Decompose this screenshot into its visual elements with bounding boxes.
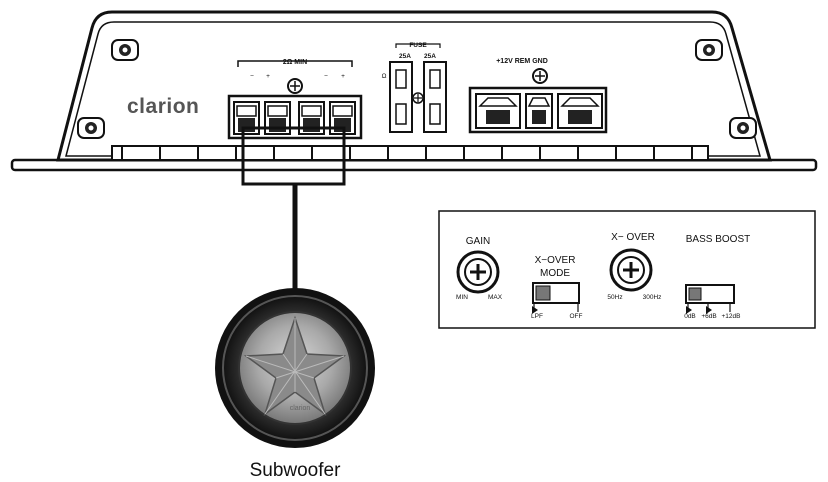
fuse-rating-2: 25A <box>424 53 436 60</box>
speaker-minus-2-label: − <box>324 73 328 80</box>
bass-boost-switch[interactable] <box>685 284 735 314</box>
gain-min-label: MIN <box>456 294 468 301</box>
xover-mode-right-label: OFF <box>570 313 583 320</box>
xover-mode-left-label: LPF <box>531 313 543 320</box>
xover-mode-switch[interactable] <box>532 282 580 314</box>
fuse-rating-1: 25A <box>399 53 411 60</box>
power-terminal-12v <box>475 93 521 129</box>
speaker-plus-2-label: + <box>341 73 345 80</box>
gain-max-label: MAX <box>488 294 503 301</box>
input-terminal-label: 2Ω MIN <box>283 59 307 66</box>
gain-label: GAIN <box>466 236 490 247</box>
control-panel: GAIN MIN MAX X−OVER MODE LPF OFF X− OVER… <box>438 210 816 329</box>
bass-boost-opt1-label: 0dB <box>684 313 696 320</box>
xover-max-label: 300Hz <box>643 294 662 301</box>
xover-label: X− OVER <box>611 232 655 243</box>
xover-mode-label-2: MODE <box>540 268 570 279</box>
mounting-screw-top-right <box>695 39 723 61</box>
fuse-block: FUSE 25A 25A Ω <box>382 42 447 133</box>
power-terminal-group: +12V REM GND <box>468 58 608 134</box>
amplifier-body-inner-edge <box>65 21 761 157</box>
subwoofer: clarion Subwoofer <box>215 288 375 481</box>
amplifier-body <box>56 10 772 162</box>
speaker-wiring <box>241 126 346 296</box>
power-label: +12V REM GND <box>496 58 548 65</box>
mounting-screw-bottom-left <box>77 117 105 139</box>
mounting-screw-top-left <box>111 39 139 61</box>
bass-boost-opt2-label: +6dB <box>701 313 716 320</box>
brand-logo: clarion <box>127 95 199 118</box>
xover-min-label: 50Hz <box>607 294 622 301</box>
terminal-bracket <box>237 60 353 67</box>
fuse-side-mark: Ω <box>382 73 387 80</box>
bass-boost-opt3-label: +12dB <box>722 313 741 320</box>
xover-knob[interactable] <box>609 248 653 292</box>
heatsink-fins <box>111 145 709 161</box>
amplifier: clarion 2Ω MIN − + − + <box>10 10 818 172</box>
speaker-minus-1-label: − <box>250 73 254 80</box>
power-terminal-gnd <box>557 93 603 129</box>
gain-knob[interactable] <box>456 250 500 294</box>
xover-mode-label-1: X−OVER <box>535 255 576 266</box>
subwoofer-label: Subwoofer <box>250 460 342 481</box>
bass-boost-label: BASS BOOST <box>686 234 750 245</box>
cone-logo: clarion <box>290 405 311 412</box>
fuse-label: FUSE <box>409 42 427 49</box>
mounting-screw-bottom-right <box>729 117 757 139</box>
power-terminal-rem <box>525 93 553 129</box>
speaker-plus-1-label: + <box>266 73 270 80</box>
